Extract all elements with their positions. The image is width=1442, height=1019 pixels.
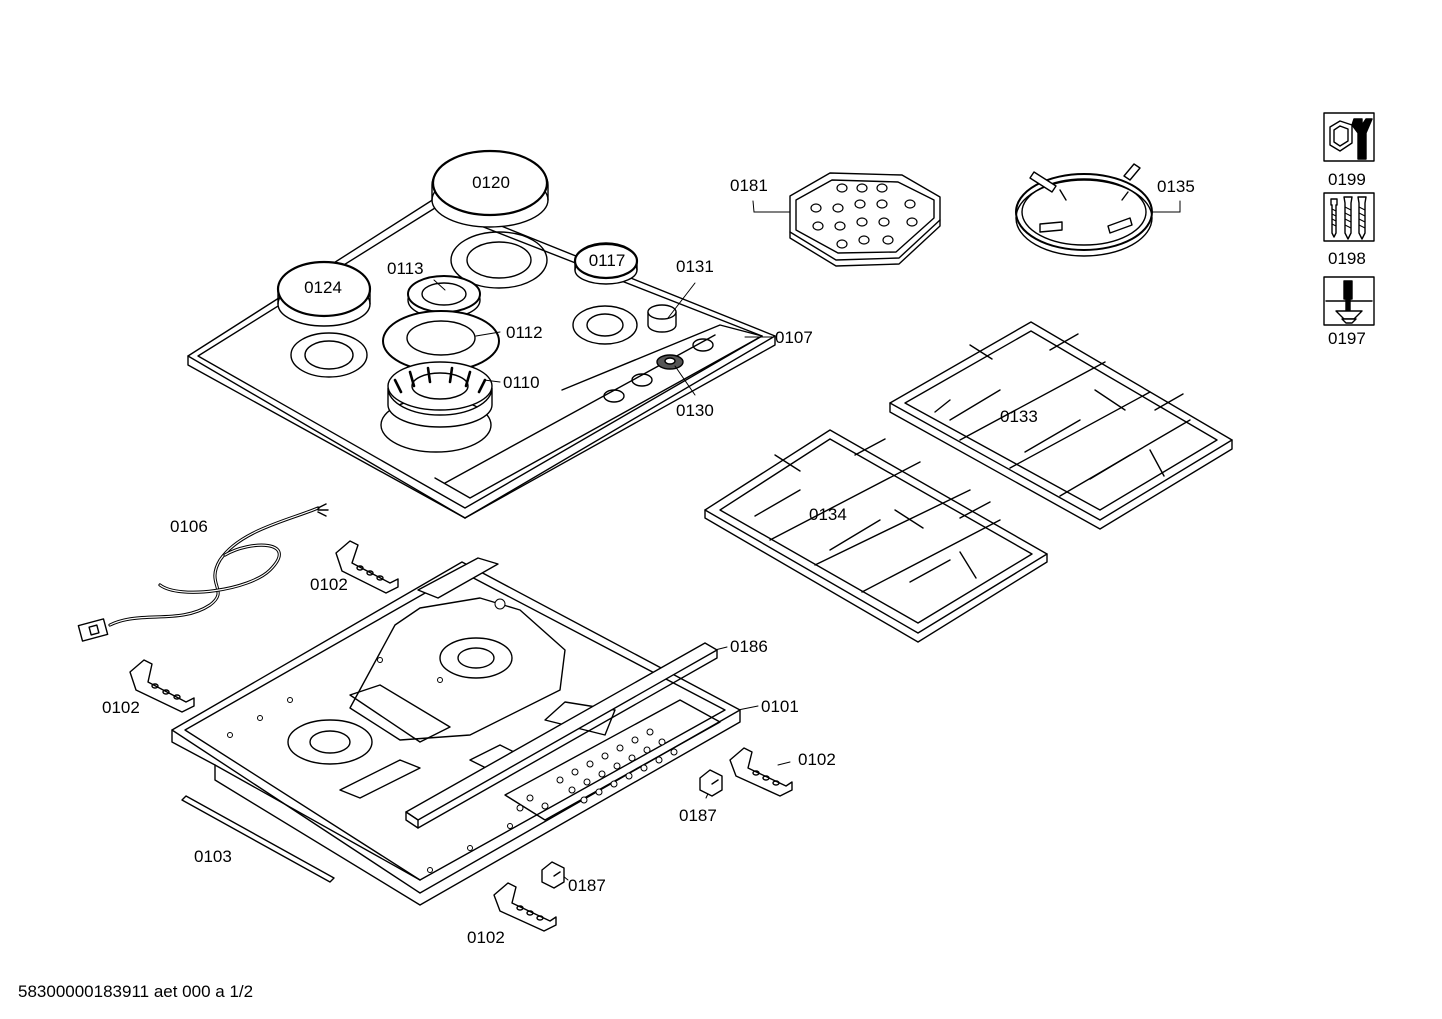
pan-support-0133 [889, 321, 1233, 530]
clamp-0102-b [129, 659, 195, 713]
clip-0187-b [541, 861, 565, 889]
knob-0131 [647, 304, 677, 333]
label-0102-b: 0102 [102, 698, 140, 717]
label-0187-b: 0187 [568, 876, 606, 895]
seal-strip-0186 [405, 642, 718, 829]
burner-cap-0117 [573, 242, 639, 285]
label-0112: 0112 [506, 323, 543, 342]
label-0110: 0110 [503, 373, 540, 392]
burner-ring-0112 [382, 310, 500, 372]
label-0135: 0135 [1157, 177, 1195, 196]
label-0117: 0117 [588, 251, 626, 270]
label-0130: 0130 [676, 401, 714, 420]
label-0120: 0120 [472, 173, 510, 192]
pan-support-0134 [704, 429, 1048, 643]
label-0198: 0198 [1328, 249, 1366, 268]
label-0131: 0131 [676, 257, 714, 276]
label-0107: 0107 [775, 328, 813, 347]
burner-body-0110 [387, 361, 493, 428]
leader-lines [433, 200, 1181, 881]
label-0187-a: 0187 [679, 806, 717, 825]
clamp-0102-d [493, 882, 557, 932]
wrench-nut-icon [1323, 112, 1375, 162]
label-0103: 0103 [194, 847, 232, 866]
wok-crown-0113 [407, 275, 481, 319]
wok-ring-0135 [1015, 163, 1153, 257]
label-0102-d: 0102 [467, 928, 505, 947]
label-0199: 0199 [1328, 170, 1366, 189]
label-0102-a: 0102 [310, 575, 348, 594]
label-0181: 0181 [730, 176, 768, 195]
base-tray-0101 [171, 557, 741, 906]
label-0113: 0113 [387, 259, 424, 278]
knob-0130 [656, 354, 684, 370]
simmer-plate-0181 [789, 172, 941, 267]
label-0106: 0106 [170, 517, 208, 536]
burner-cap-0124 [276, 260, 372, 327]
seal-strip-0103 [181, 795, 335, 883]
label-0133: 0133 [1000, 407, 1038, 426]
label-0134: 0134 [809, 505, 847, 524]
clamp-0102-c [729, 747, 793, 797]
label-0197: 0197 [1328, 329, 1366, 348]
clip-0187-a [699, 769, 723, 797]
label-0102-c: 0102 [798, 750, 836, 769]
label-0101: 0101 [761, 697, 799, 716]
screws-icon [1323, 192, 1375, 242]
label-0124: 0124 [304, 278, 342, 297]
document-id-footer: 58300000183911 aet 000 a 1/2 [18, 982, 254, 1001]
burner-cap-0120 [431, 149, 549, 228]
clamp-0102-a [335, 540, 399, 594]
label-0186: 0186 [730, 637, 768, 656]
screwdriver-icon [1323, 276, 1375, 326]
mains-cable-0106 [77, 503, 329, 642]
